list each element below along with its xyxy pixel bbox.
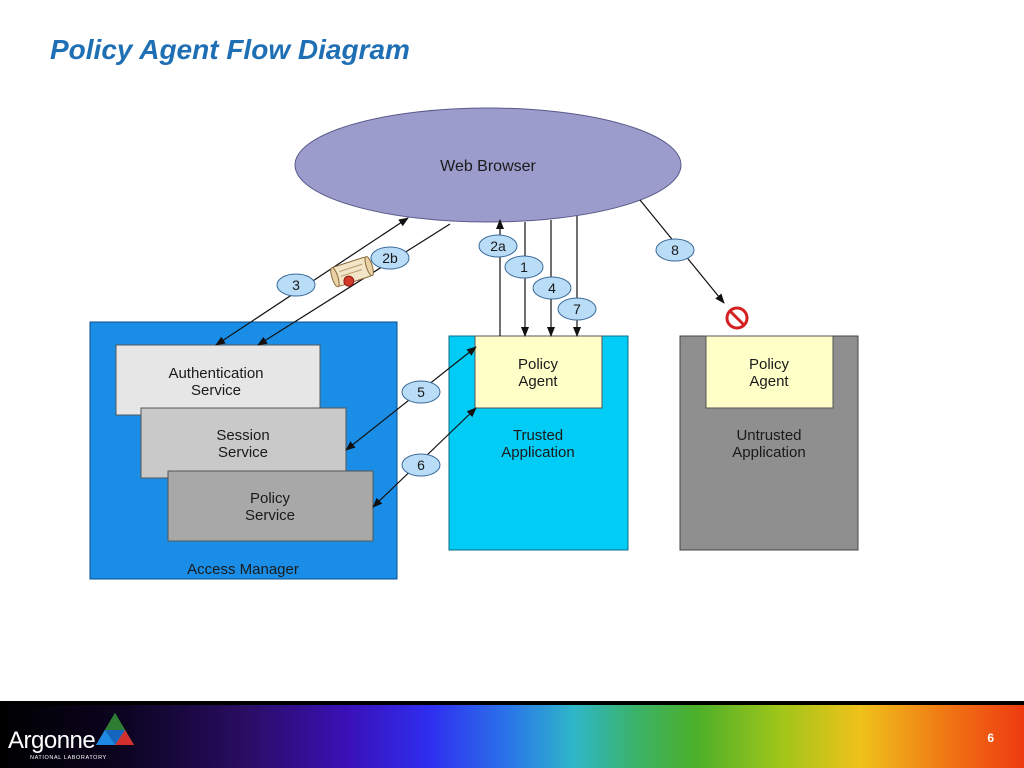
slide-title: Policy Agent Flow Diagram [50,34,410,65]
trusted-policy-agent-label-line2: Agent [518,373,558,390]
web-browser-label: Web Browser [440,158,536,175]
session-service-label-line2: Service [218,444,268,461]
policy-service-label-line2: Service [245,507,295,524]
argonne-triangle-icon [96,713,134,745]
step-badge-1: 1 [504,255,544,279]
trusted-application-label-line2: Application [501,444,574,461]
step-label-6: 6 [417,457,425,473]
step-label-5: 5 [417,384,425,400]
step-label-2b: 2b [382,250,398,266]
footer-bar: Argonne NATIONAL LABORATORY 6 [0,701,1024,768]
trusted-policy-agent-box [474,335,603,409]
step-badge-4: 4 [532,276,572,300]
step-badge-7: 7 [557,297,597,321]
web-browser-node [294,107,682,223]
untrusted-application-label-line1: Untrusted [736,427,801,444]
step-badge-5: 5 [401,380,441,404]
step-label-1: 1 [520,259,528,275]
untrusted-policy-agent-label-line2: Agent [749,373,789,390]
authentication-service-box [115,344,321,416]
step-label-2a: 2a [490,238,506,254]
step-badge-2a: 2a [478,234,518,258]
step-badge-3: 3 [276,273,316,297]
untrusted-policy-agent-box [705,335,834,409]
step-badge-2b: 2b [370,246,410,270]
access-manager-label: Access Manager [187,561,299,578]
trusted-application-label-line1: Trusted [513,427,563,444]
authentication-service-label-line2: Service [191,382,241,399]
step-label-4: 4 [548,280,556,296]
authentication-service-label-line1: Authentication [168,365,263,382]
step-label-3: 3 [292,277,300,293]
trusted-policy-agent-label-line1: Policy [518,356,559,373]
policy-service-box [167,470,374,542]
token-scroll-icon [330,256,374,288]
session-service-box [140,407,347,479]
untrusted-policy-agent-label-line1: Policy [749,356,790,373]
logo-wordmark: Argonne [8,727,96,754]
arrow-step-2b [257,223,451,346]
policy-service-label-line1: Policy [250,490,291,507]
step-badge-8: 8 [655,238,695,262]
step-badge-6: 6 [401,453,441,477]
logo-subtitle: NATIONAL LABORATORY [30,755,107,761]
page-number: 6 [987,731,994,745]
step-label-8: 8 [671,242,679,258]
argonne-logo: Argonne NATIONAL LABORATORY [8,709,148,763]
policy-agent-flow-diagram: Web Browser Access Manager Authenticatio… [89,107,859,580]
step-label-7: 7 [573,301,581,317]
access-denied-icon [725,306,749,330]
untrusted-application-label-line2: Application [732,444,805,461]
session-service-label-line1: Session [216,427,269,444]
